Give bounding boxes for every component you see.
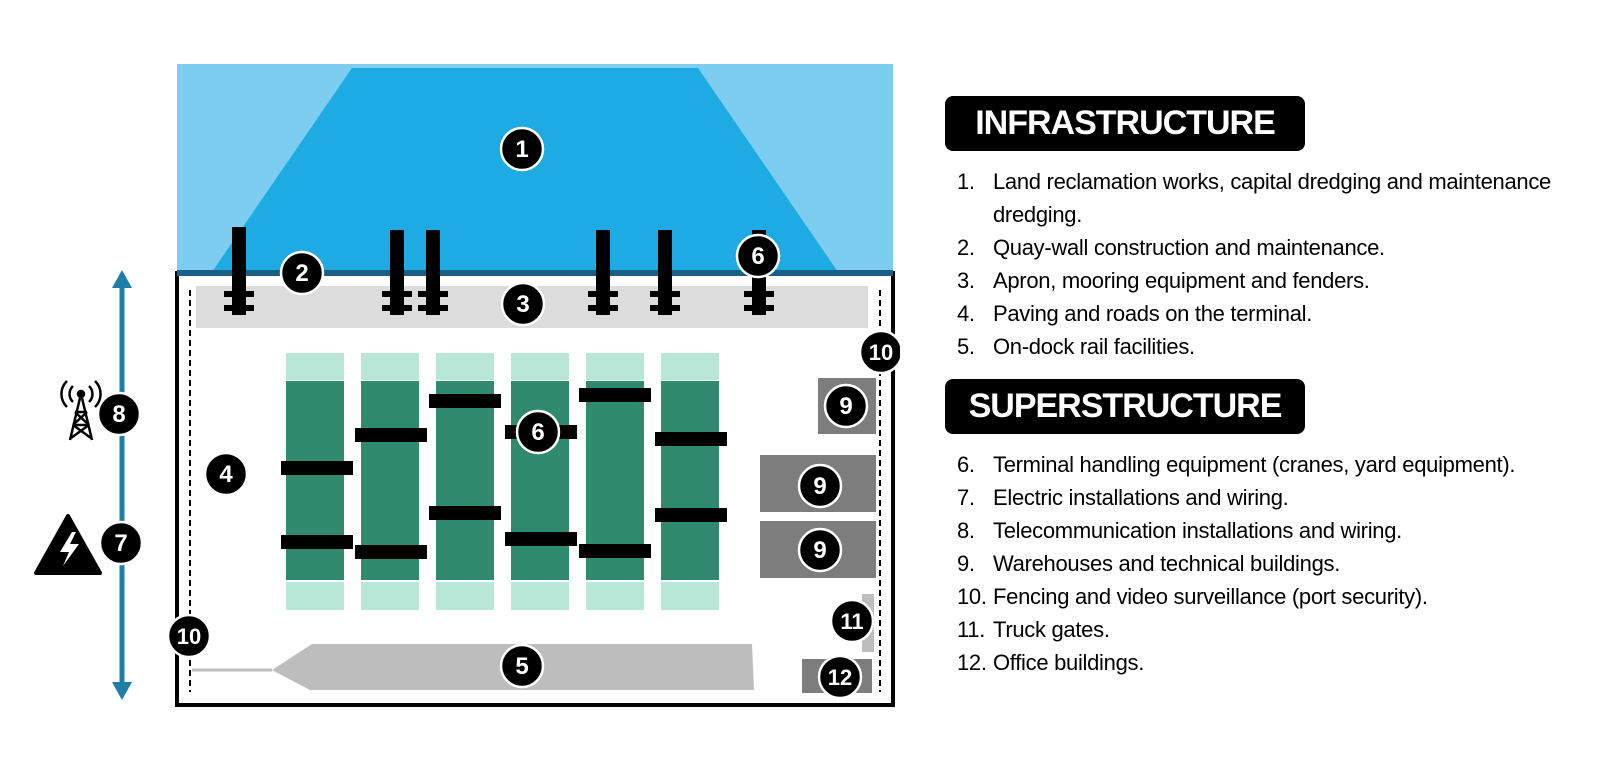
svg-text:10: 10 [177,624,201,649]
marker-9-small: 9 [823,383,869,429]
svg-text:1: 1 [515,136,528,163]
list-item: 9.Warehouses and technical buildings. [957,551,1341,576]
yard-crane [429,394,501,408]
quay-crane [418,230,448,315]
yard-crane [655,508,727,522]
quay-crane [224,227,254,315]
svg-text:4: 4 [219,461,233,488]
svg-text:9: 9 [813,473,826,500]
superstructure-panel: SUPERSTRUCTURE 6.Terminal handling equip… [945,379,1585,679]
marker-11: 11 [829,598,875,644]
utilities-arrow-down [112,682,132,700]
list-item: 11.Truck gates. [957,617,1110,642]
yard-crane [579,544,651,558]
svg-text:7: 7 [114,530,127,557]
marker-12: 12 [817,654,863,700]
marker-10-left: 10 [166,613,212,659]
yard-stack [361,353,419,610]
marker-10-right: 10 [858,329,900,375]
yard-stack [436,353,494,610]
marker-8: 8 [96,391,142,437]
svg-text:11: 11 [840,609,863,634]
svg-text:10: 10 [869,340,893,365]
svg-text:8: 8 [112,401,125,428]
telecom-tower-icon [60,380,102,441]
yard-crane [281,461,353,475]
quay-crane [588,230,618,315]
electric-warning-icon [34,514,102,575]
svg-text:9: 9 [813,537,826,564]
marker-6-top: 6 [735,233,781,279]
yard-stack [661,353,719,610]
yard-stack [286,353,344,610]
yard-crane [429,506,501,520]
svg-text:9: 9 [839,393,852,420]
yard-crane [355,428,427,442]
marker-2: 2 [279,250,325,296]
quay-crane [382,230,412,315]
marker-4: 4 [203,451,249,497]
svg-text:2: 2 [295,260,308,287]
list-item: 5.On-dock rail facilities. [957,334,1195,359]
list-item: 1.Land reclamation works, capital dredgi… [957,169,1551,227]
svg-text:6: 6 [531,419,544,446]
marker-7: 7 [98,520,144,566]
infrastructure-list: 1.Land reclamation works, capital dredgi… [957,165,1585,363]
infrastructure-heading: INFRASTRUCTURE [945,96,1305,151]
marker-6-yard: 6 [515,409,561,455]
marker-9-low: 9 [797,527,843,573]
yard-crane [505,532,577,546]
yard-crane [281,535,353,549]
marker-9-mid: 9 [797,463,843,509]
yard-crane [355,545,427,559]
svg-text:3: 3 [516,291,529,318]
list-item: 3.Apron, mooring equipment and fenders. [957,268,1370,293]
svg-text:12: 12 [828,665,852,690]
yard-stack [511,353,569,610]
svg-text:6: 6 [751,243,764,270]
list-item: 2.Quay-wall construction and maintenance… [957,235,1385,260]
list-item: 8.Telecommunication installations and wi… [957,518,1402,543]
port-terminal-diagram: 1 2 3 4 5 6 6 7 8 9 9 9 10 10 11 12 [34,64,900,707]
svg-text:5: 5 [515,653,528,680]
list-item: 4.Paving and roads on the terminal. [957,301,1313,326]
infrastructure-panel: INFRASTRUCTURE 1.Land reclamation works,… [945,96,1585,363]
marker-5: 5 [499,643,545,689]
yard-crane [579,388,651,402]
list-item: 7.Electric installations and wiring. [957,485,1289,510]
utilities-arrow-up [112,270,132,288]
marker-1: 1 [499,126,545,172]
yard-crane [655,432,727,446]
quay-crane [650,230,680,315]
superstructure-heading: SUPERSTRUCTURE [945,379,1305,434]
marker-3: 3 [500,281,546,327]
list-item: 6.Terminal handling equipment (cranes, y… [957,452,1516,477]
superstructure-list: 6.Terminal handling equipment (cranes, y… [957,448,1585,679]
list-item: 10.Fencing and video surveillance (port … [957,584,1428,609]
list-item: 12.Office buildings. [957,650,1145,675]
